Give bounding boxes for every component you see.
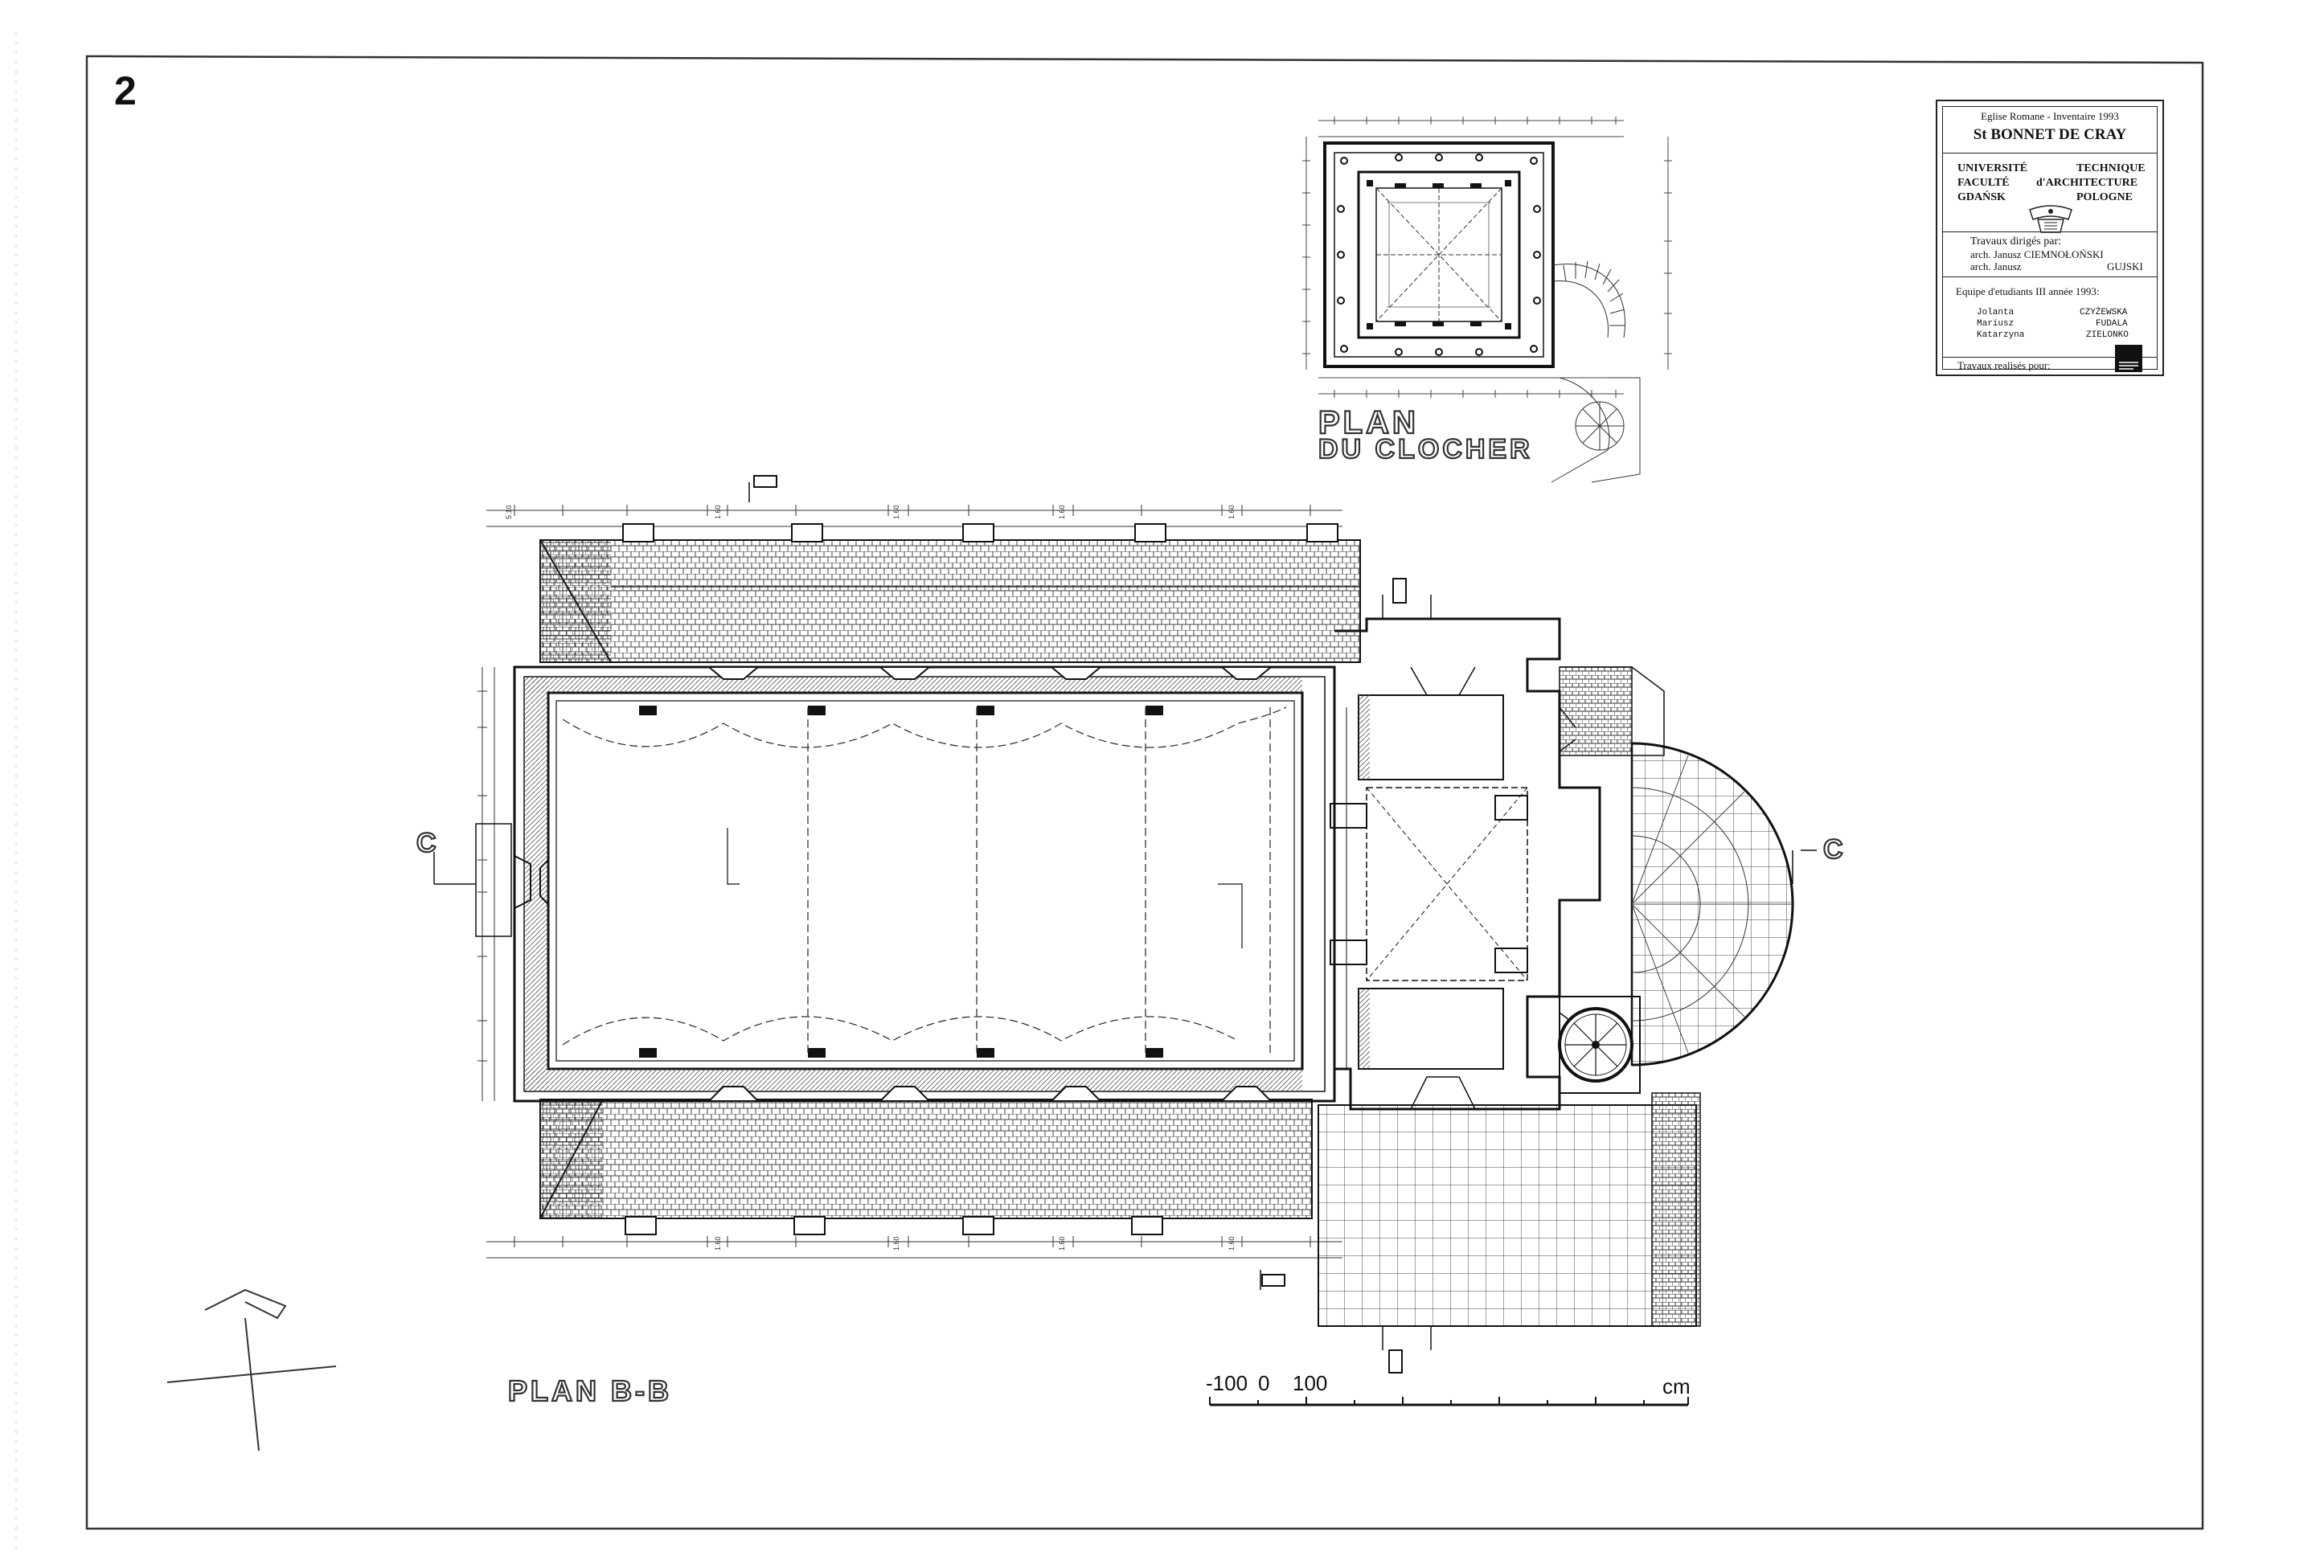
bell-tower-plan [1302,117,1672,483]
architect-2-prefix: arch. Janusz [1970,260,2022,272]
svg-text:1.60: 1.60 [892,505,900,519]
paved-courtyard [1318,1104,1697,1327]
uni-line1-left: UNIVERSITÉ [1957,162,2028,174]
svg-text:1.60: 1.60 [1058,1236,1066,1251]
uni-line3-left: GDAŃSK [1957,191,2006,203]
university-block: UNIVERSITÉ TECHNIQUE FACULTÉ d'ARCHITECT… [1943,154,2157,233]
inventory-line: Eglise Romane - Inventaire 1993 [1981,110,2119,122]
student-2-last: FUDALA [2096,319,2128,329]
institution-logo-icon [2115,345,2142,372]
section-marker-east: C [1822,833,1844,866]
bell-tower-title-line1: PLAN [1318,404,1419,441]
architect-1: arch. Janusz CIEMNOŁOŃSKI [1970,248,2104,260]
student-3-first: Katarzyna [1977,330,2025,340]
uni-line1-right: TECHNIQUE [2076,162,2146,174]
choir-block [1330,617,1601,1111]
svg-text:1.60: 1.60 [1228,1236,1236,1251]
vault-lines [562,706,1287,1053]
student-1-first: Jolanta [1977,308,2015,317]
section-line-b [748,482,1432,1350]
svg-text:1.60: 1.60 [1058,505,1066,519]
svg-text:1.60: 1.60 [1228,505,1236,519]
student-1-last: CZYŻEWSKA [2080,308,2128,317]
south-roof [539,1099,1313,1235]
west-entrance [433,823,549,937]
apse [1630,742,1794,1066]
scale-unit: cm [1662,1374,1691,1398]
dimension-values: 5.10 1.60 1.60 1.60 1.60 1.60 1.60 1.60 … [505,505,1236,1251]
scale-bar [1209,1397,1689,1406]
sheet-number: 2 [114,68,137,113]
dimension-ticks-top [478,505,1311,1247]
svg-text:5.10: 5.10 [505,505,513,519]
church-name: St BONNET DE CRAY [1973,126,2127,143]
direction-block: Travaux dirigés par: arch. Janusz CIEMNO… [1943,232,2157,277]
team-block: Equipe d'etudiants III année 1993: Jolan… [1943,277,2157,358]
stair-tower [1558,996,1641,1094]
uni-line2-left: FACULTÉ [1957,177,2010,189]
for-label: Travaux realisés pour: [1957,359,2051,371]
university-seal-icon [2029,205,2072,233]
title-block-frame: Eglise Romane - Inventaire 1993 St BONNE… [1942,106,2158,372]
title-block: Eglise Romane - Inventaire 1993 St BONNE… [1936,100,2164,376]
main-plan-b-b: 5.10 1.60 1.60 1.60 1.60 1.60 1.60 1.60 … [433,475,1817,1374]
uni-line2-right: d'ARCHITECTURE [2036,177,2138,189]
uni-line3-right: POLOGNE [2076,191,2133,203]
team-label: Equipe d'etudiants III année 1993: [1956,285,2100,297]
north-arrow [166,1288,337,1451]
main-plan-title: PLAN B-B [507,1374,672,1408]
scale-plus-100: 100 [1293,1371,1328,1395]
svg-text:1.60: 1.60 [714,505,722,519]
scale-zero: 0 [1258,1371,1270,1395]
nave-walls [513,665,1336,1103]
student-3-last: ZIELONKO [2086,330,2129,340]
architect-2-name: GUJSKI [2107,260,2143,272]
scale-minus-100: -100 [1206,1371,1248,1395]
title-block-header: Eglise Romane - Inventaire 1993 St BONNE… [1943,107,2157,154]
north-roof [539,523,1361,663]
buttresses [707,666,1273,1102]
sheet-frame [15,32,2204,1551]
bell-tower-title-line2: DU CLOCHER [1318,433,1533,465]
svg-text:1.60: 1.60 [892,1236,900,1251]
student-2-first: Mariusz [1977,319,2015,329]
direction-label: Travaux dirigés par: [1970,235,2062,248]
for-block: Travaux realisés pour: [1943,345,2157,374]
section-marker-west: C [416,827,437,859]
svg-text:1.60: 1.60 [714,1236,722,1251]
